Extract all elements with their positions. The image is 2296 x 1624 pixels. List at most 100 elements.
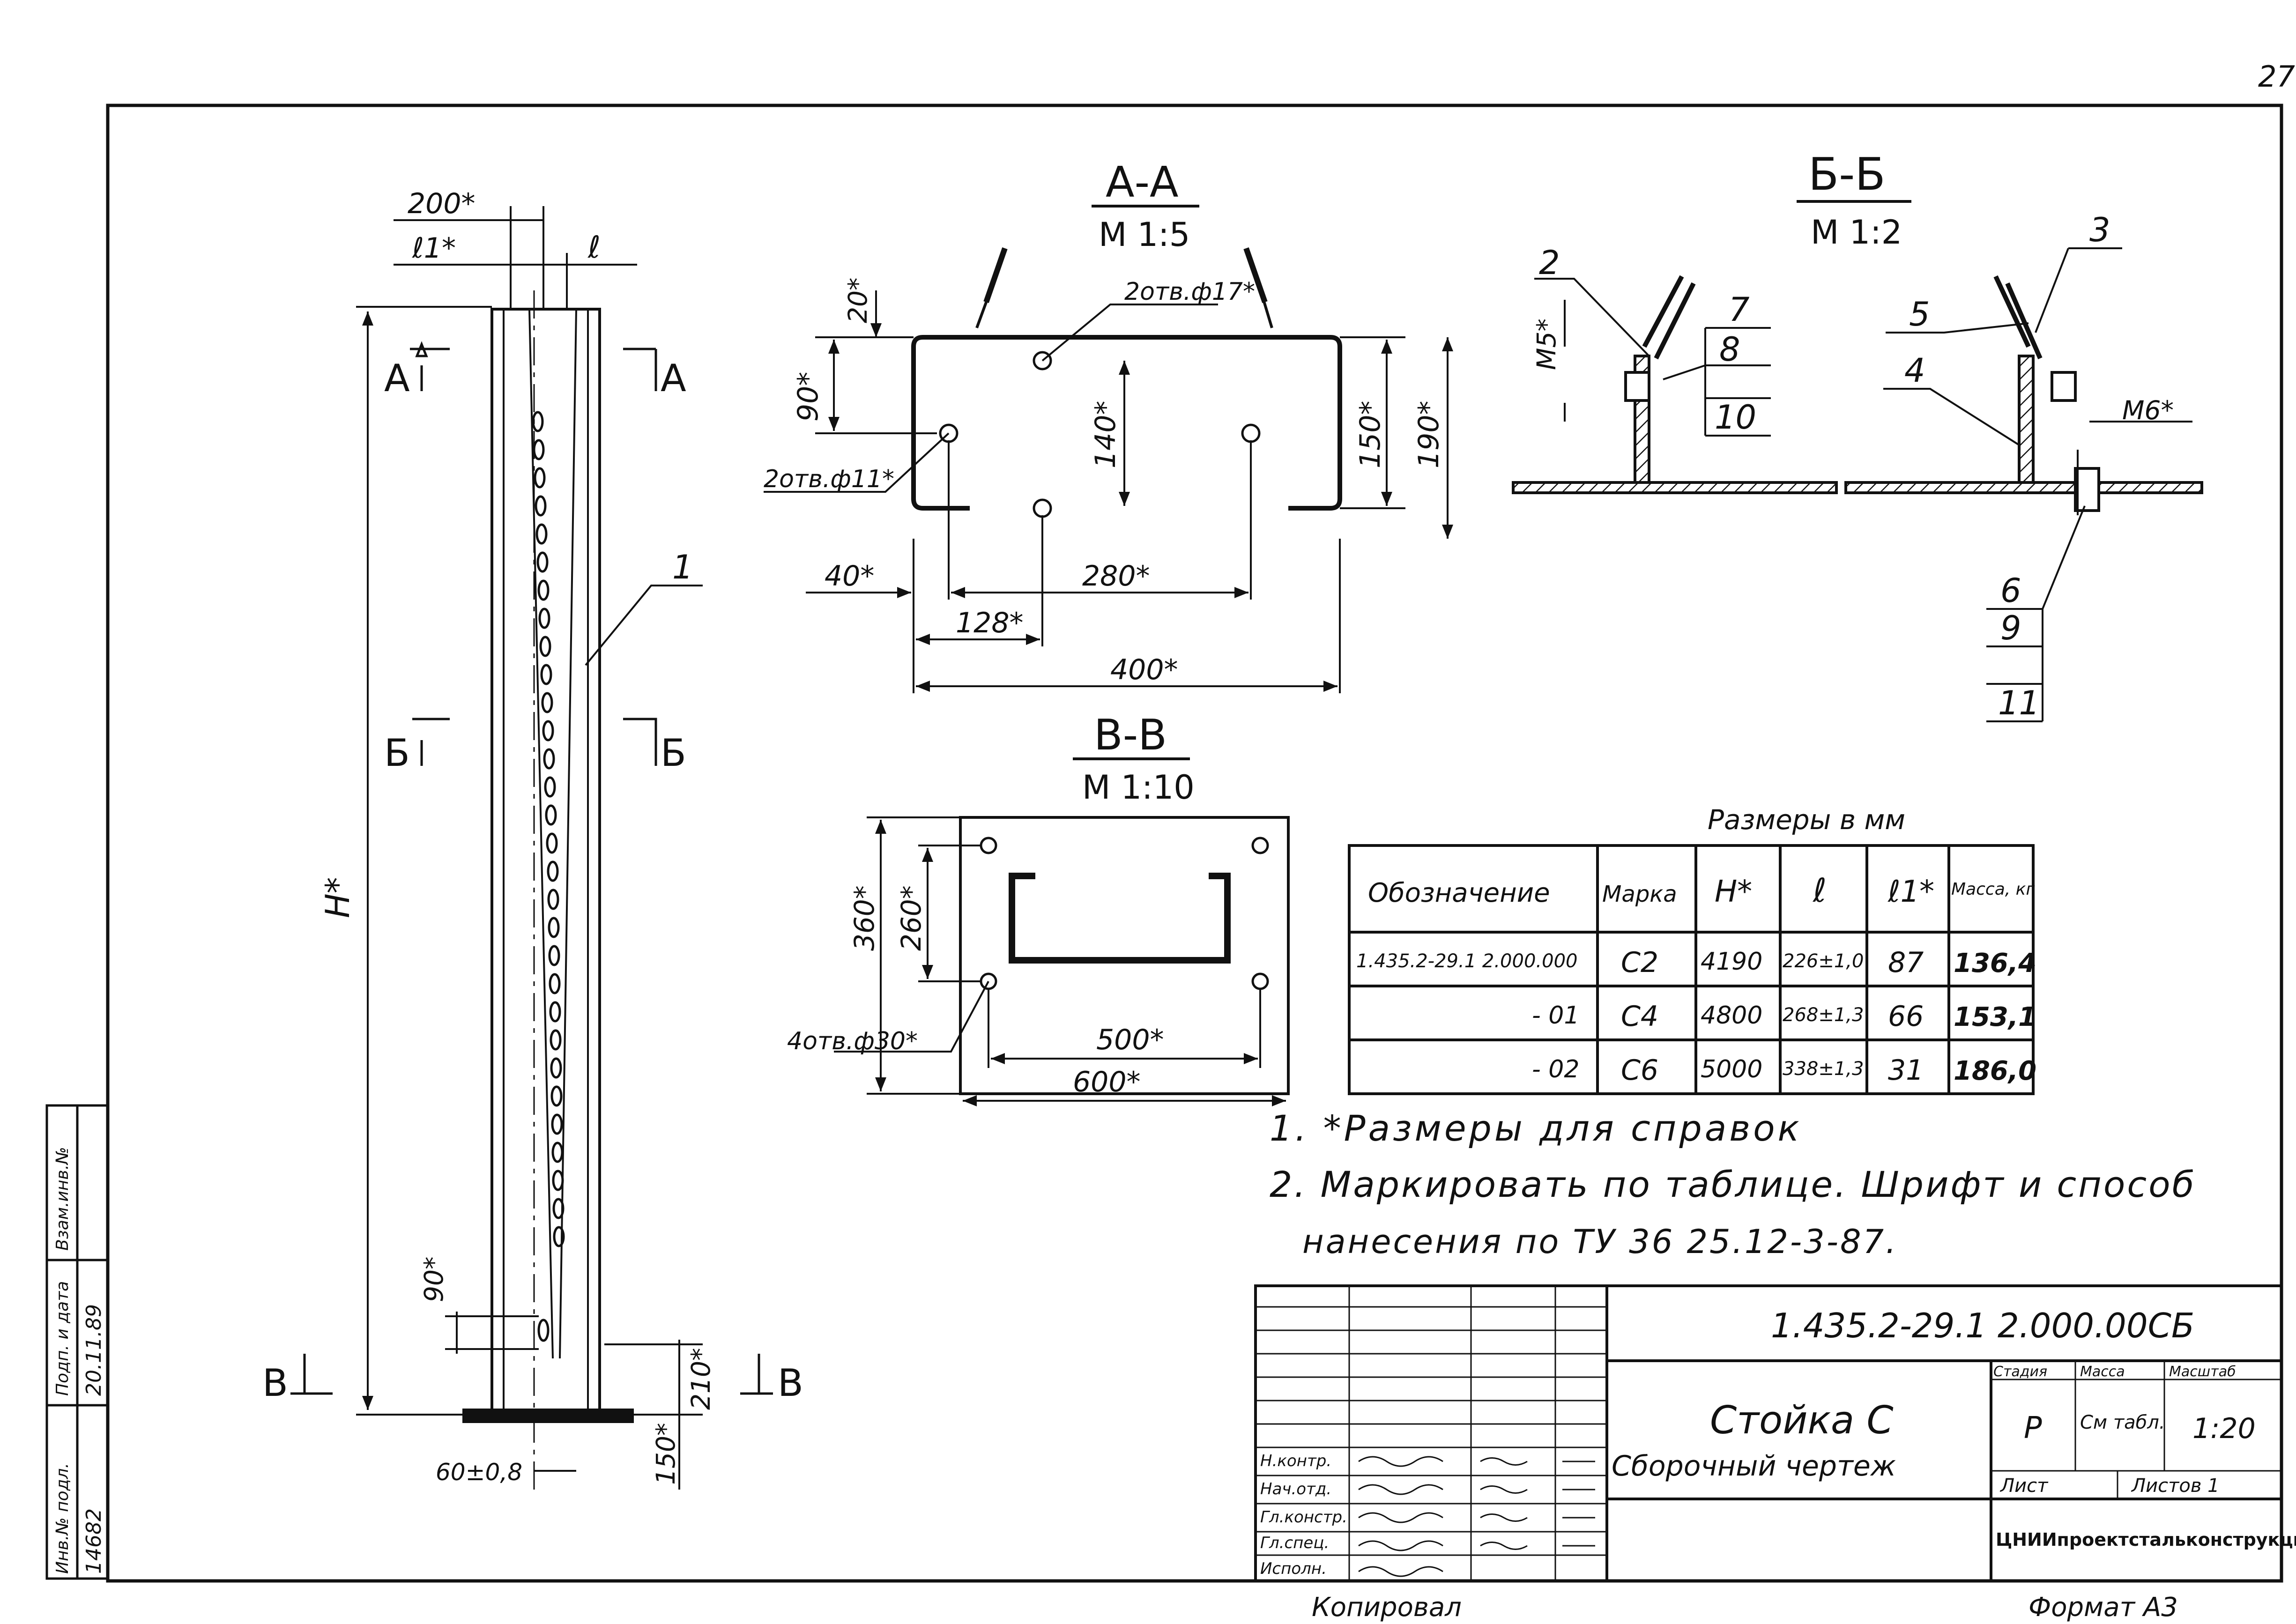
row1-l1: 87 bbox=[1888, 946, 1924, 979]
row1-designation: 1.435.2-29.1 2.000.000 bbox=[1356, 950, 1577, 972]
signature-scribbles bbox=[1358, 1456, 1595, 1577]
vv-dim-600: 600* bbox=[1073, 1066, 1141, 1098]
row2-mark: С4 bbox=[1621, 1000, 1658, 1033]
tb-col-scale: Масштаб bbox=[2169, 1364, 2236, 1380]
vv-title: В-В bbox=[1094, 711, 1167, 760]
bb-m5: М5* bbox=[1531, 319, 1561, 370]
leader-1-line bbox=[585, 585, 703, 666]
dim-l: ℓ bbox=[587, 230, 601, 265]
side-stamp bbox=[45, 1104, 109, 1580]
bb-pos-8: 8 bbox=[1719, 330, 1740, 369]
mark-b-right: Б bbox=[661, 731, 686, 775]
bb-leaders bbox=[1534, 247, 2192, 722]
column-holes bbox=[532, 411, 565, 1342]
bb-pos-10: 10 bbox=[1715, 398, 1756, 437]
row2-l1: 66 bbox=[1888, 1000, 1924, 1033]
vv-dim-360: 360* bbox=[848, 885, 880, 951]
mark-v-left: В bbox=[262, 1361, 288, 1405]
row2-h: 4800 bbox=[1701, 1001, 1762, 1030]
dim-90-lines bbox=[445, 1312, 539, 1354]
title-block bbox=[1254, 1284, 2283, 1582]
aa-dim-190: 190* bbox=[1412, 400, 1445, 468]
mark-a-left-arrow bbox=[410, 341, 450, 391]
stamp-inv-value: 14682 bbox=[82, 1508, 106, 1574]
row1-mass: 136,4 bbox=[1954, 948, 2036, 979]
format-label: Формат А3 bbox=[2029, 1592, 2178, 1623]
bb-profile-left bbox=[1512, 275, 1838, 494]
row3-l: 338±1,3 bbox=[1783, 1058, 1864, 1080]
dim-200: 200* bbox=[408, 187, 476, 220]
column-view bbox=[462, 290, 634, 1490]
vv-dim-500: 500* bbox=[1096, 1023, 1164, 1056]
tb-signer-2: Нач.отд. bbox=[1260, 1480, 1331, 1498]
bb-pos-9: 9 bbox=[2000, 609, 2021, 647]
dim-h-lines bbox=[356, 306, 492, 1416]
dim-top-lines bbox=[394, 206, 637, 309]
tb-sheets: Листов 1 bbox=[2131, 1475, 2220, 1497]
note-2a: 2. Маркировать по таблице. Шрифт и спосо… bbox=[1270, 1164, 2196, 1205]
aa-dim-20: 20* bbox=[843, 278, 873, 324]
aa-dim-400: 400* bbox=[1110, 653, 1178, 686]
tb-name-1: Стойка С bbox=[1710, 1398, 1894, 1443]
bb-pos-3: 3 bbox=[2089, 211, 2110, 249]
aa-scale: М 1:5 bbox=[1099, 215, 1190, 254]
page-number: 27 bbox=[2258, 59, 2295, 94]
row1-mark: С2 bbox=[1621, 946, 1658, 979]
mark-a-right-arrow bbox=[623, 348, 657, 391]
aa-dim-40: 40* bbox=[825, 560, 874, 593]
bb-scale: М 1:2 bbox=[1811, 213, 1902, 252]
aa-dim-128: 128* bbox=[956, 607, 1024, 639]
tb-org: ЦНИИпроектстальконструкция bbox=[1996, 1529, 2296, 1550]
aa-title: А-А bbox=[1106, 158, 1179, 207]
dim-l1: ℓ1* bbox=[412, 232, 456, 265]
mark-b-left-arrow bbox=[412, 718, 450, 766]
aa-holes-11: 2отв.ф11* bbox=[764, 465, 894, 493]
tb-sheet: Лист bbox=[1999, 1475, 2049, 1497]
aa-holes-17: 2отв.ф17* bbox=[1124, 278, 1255, 306]
tb-scale: 1:20 bbox=[2192, 1412, 2256, 1445]
tb-stage: Р bbox=[2024, 1411, 2042, 1446]
aa-dim-280: 280* bbox=[1082, 560, 1150, 593]
drawing-frame bbox=[106, 104, 2283, 1583]
mark-v-right: В bbox=[778, 1361, 803, 1405]
bb-pos-6: 6 bbox=[2000, 571, 2021, 610]
bb-profile-right bbox=[1844, 275, 2203, 512]
tb-col-mass: Масса bbox=[2080, 1364, 2125, 1380]
aa-dim-lines bbox=[764, 290, 1453, 693]
tb-col-stage: Стадия bbox=[1993, 1364, 2047, 1380]
row2-designation: - 01 bbox=[1532, 1001, 1579, 1030]
vv-plate bbox=[959, 816, 1290, 1095]
dim-90-main: 90* bbox=[419, 1257, 449, 1303]
aa-dim-90: 90* bbox=[792, 372, 825, 422]
note-2b: нанесения по ТУ 36 25.12-3-87. bbox=[1302, 1223, 1898, 1261]
th-l: ℓ bbox=[1813, 871, 1827, 910]
vv-holes-30: 4отв.ф30* bbox=[787, 1027, 918, 1055]
th-l1: ℓ1* bbox=[1887, 875, 1934, 909]
aa-dim-150: 150* bbox=[1354, 400, 1387, 468]
bb-title: Б-Б bbox=[1808, 149, 1886, 200]
bb-pos-5: 5 bbox=[1909, 295, 1930, 334]
copied-label: Копировал bbox=[1312, 1592, 1462, 1623]
row1-h: 4190 bbox=[1701, 948, 1762, 976]
th-designation: Обозначение bbox=[1368, 878, 1550, 908]
vv-dim-260: 260* bbox=[895, 885, 927, 951]
row3-mark: С6 bbox=[1621, 1054, 1658, 1087]
leader-1: 1 bbox=[672, 548, 693, 586]
row3-mass: 186,0 bbox=[1954, 1056, 2036, 1086]
row3-l1: 31 bbox=[1888, 1054, 1924, 1087]
th-h: H* bbox=[1715, 875, 1752, 909]
th-mark: Марка bbox=[1602, 881, 1677, 907]
row2-l: 268±1,3 bbox=[1783, 1004, 1864, 1026]
dim-210-lines bbox=[604, 1340, 703, 1490]
tb-signer-3: Гл.констр. bbox=[1260, 1508, 1347, 1527]
bb-pos-7: 7 bbox=[1729, 290, 1750, 329]
stamp-date-value: 20.11.89 bbox=[82, 1304, 106, 1396]
th-mass: Масса, кг bbox=[1951, 880, 2035, 899]
mark-v-right-arrow bbox=[740, 1354, 773, 1395]
bb-pos-11: 11 bbox=[1998, 684, 2040, 722]
mark-a-left: А bbox=[384, 356, 410, 400]
vv-dim-lines bbox=[834, 816, 1286, 1106]
table-caption: Размеры в мм bbox=[1708, 804, 1905, 836]
aa-dim-140: 140* bbox=[1089, 400, 1122, 468]
